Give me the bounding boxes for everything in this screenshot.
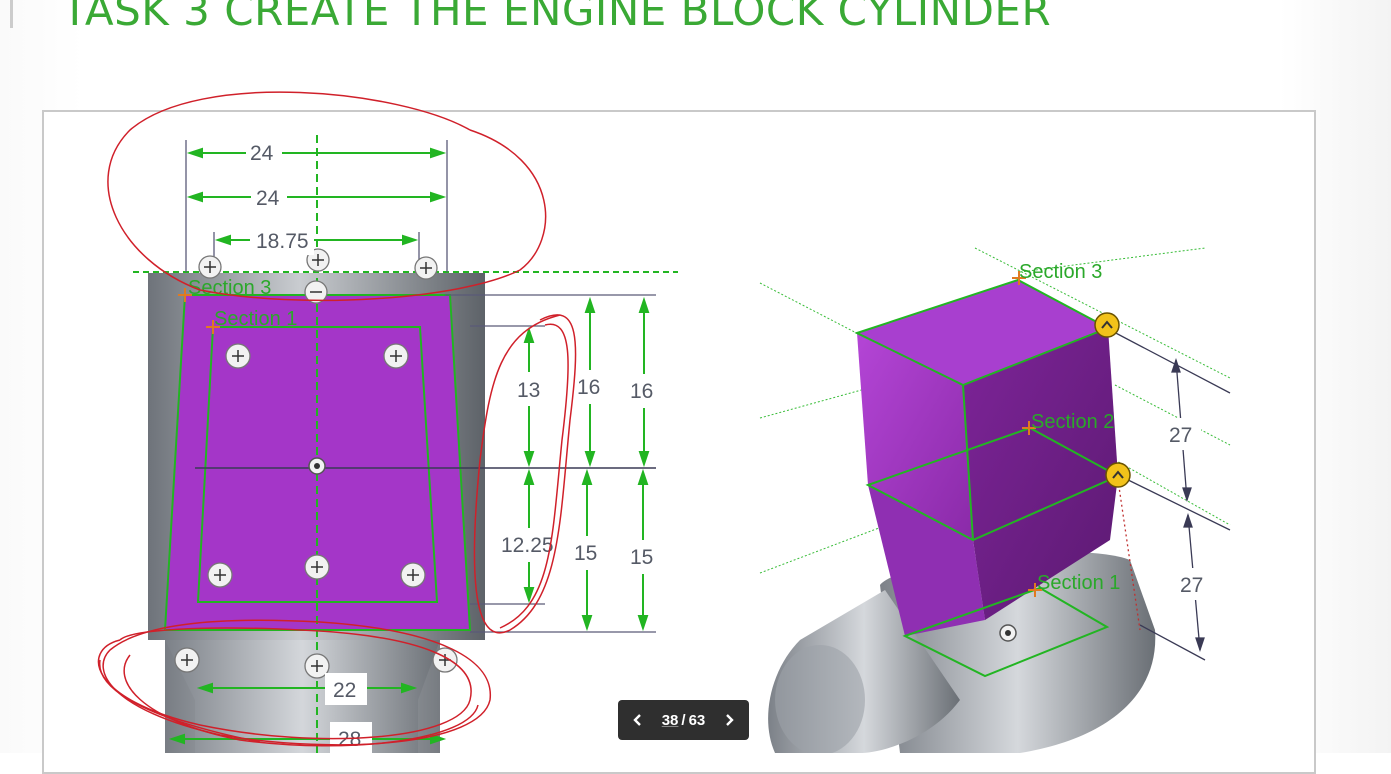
dim-top-24-a: 24 xyxy=(250,142,274,165)
page-separator: / xyxy=(681,711,686,729)
right-section3-label: Section 3 xyxy=(1019,261,1102,283)
right-view: Section 3 Section 2 Section 1 27 27 xyxy=(759,247,1231,753)
dim-bottom-22: 22 xyxy=(333,679,356,702)
dim-right-15-b: 15 xyxy=(630,546,653,569)
left-lower-taper xyxy=(165,640,440,753)
current-page-number[interactable]: 38 xyxy=(661,711,679,729)
left-section1-label: Section 1 xyxy=(214,308,297,330)
constraint-point-icon xyxy=(225,343,251,369)
annotation-right-loop xyxy=(473,314,577,634)
loft-left-face xyxy=(857,333,973,540)
annotation-top-ellipse xyxy=(107,91,547,302)
dim-top-24-b: 24 xyxy=(256,187,280,210)
origin-point-icon xyxy=(308,457,326,475)
previous-page-button[interactable] xyxy=(624,706,652,734)
cad-figure: 24 24 18.75 13 16 16 12.25 15 15 22 28 S… xyxy=(97,91,1231,753)
page-navigator: 38 / 63 xyxy=(618,700,749,740)
left-constraint-icons xyxy=(174,248,458,679)
dim-bottom-28: 28 xyxy=(338,728,361,751)
left-section3-label: Section 3 xyxy=(188,277,271,299)
constraint-point-icon xyxy=(414,256,438,280)
drag-handle-icon[interactable] xyxy=(1105,462,1131,488)
dim-right-15-a: 15 xyxy=(574,542,597,565)
annotation-right-loop-2 xyxy=(499,323,569,629)
dim-lower-27: 27 xyxy=(1180,574,1203,597)
dim-upper-27: 27 xyxy=(1169,424,1192,447)
constraint-point-icon xyxy=(304,554,330,580)
constraint-point-icon xyxy=(432,647,458,673)
dim-right-12-25: 12.25 xyxy=(501,534,554,557)
constraint-point-icon xyxy=(207,562,233,588)
chevron-left-icon xyxy=(633,714,641,726)
total-pages: 63 xyxy=(688,711,706,729)
constraint-point-icon xyxy=(400,562,426,588)
chevron-right-icon xyxy=(726,714,734,726)
constraint-point-icon xyxy=(198,255,222,279)
next-page-button[interactable] xyxy=(715,706,743,734)
loft-top-face xyxy=(857,280,1108,385)
constraint-point-icon xyxy=(383,343,409,369)
constraint-point-icon xyxy=(174,647,200,673)
constraint-point-icon xyxy=(304,280,328,304)
slide-edge-marker xyxy=(10,0,13,28)
page-counter: 38 / 63 xyxy=(662,712,706,729)
right-section1-label: Section 1 xyxy=(1037,572,1120,594)
dim-right-16-a: 16 xyxy=(577,376,600,399)
section1-outline xyxy=(196,326,439,603)
loft-right-face xyxy=(963,328,1118,620)
loft-lower-face xyxy=(868,485,985,636)
origin-point-icon xyxy=(999,624,1017,642)
section3-outline xyxy=(163,294,472,631)
drag-handle-icon[interactable] xyxy=(1094,312,1120,338)
red-annotations xyxy=(97,91,577,747)
constraint-point-icon xyxy=(304,653,330,679)
dim-top-18-75: 18.75 xyxy=(256,230,309,253)
dim-right-13: 13 xyxy=(517,379,540,402)
left-view: 24 24 18.75 13 16 16 12.25 15 15 22 28 S… xyxy=(97,91,678,753)
dim-right-16-b: 16 xyxy=(630,380,653,403)
right-section2-label: Section 2 xyxy=(1031,411,1114,433)
slide-title: TASK 3 CREATE THE ENGINE BLOCK CYLINDER xyxy=(62,0,1052,35)
